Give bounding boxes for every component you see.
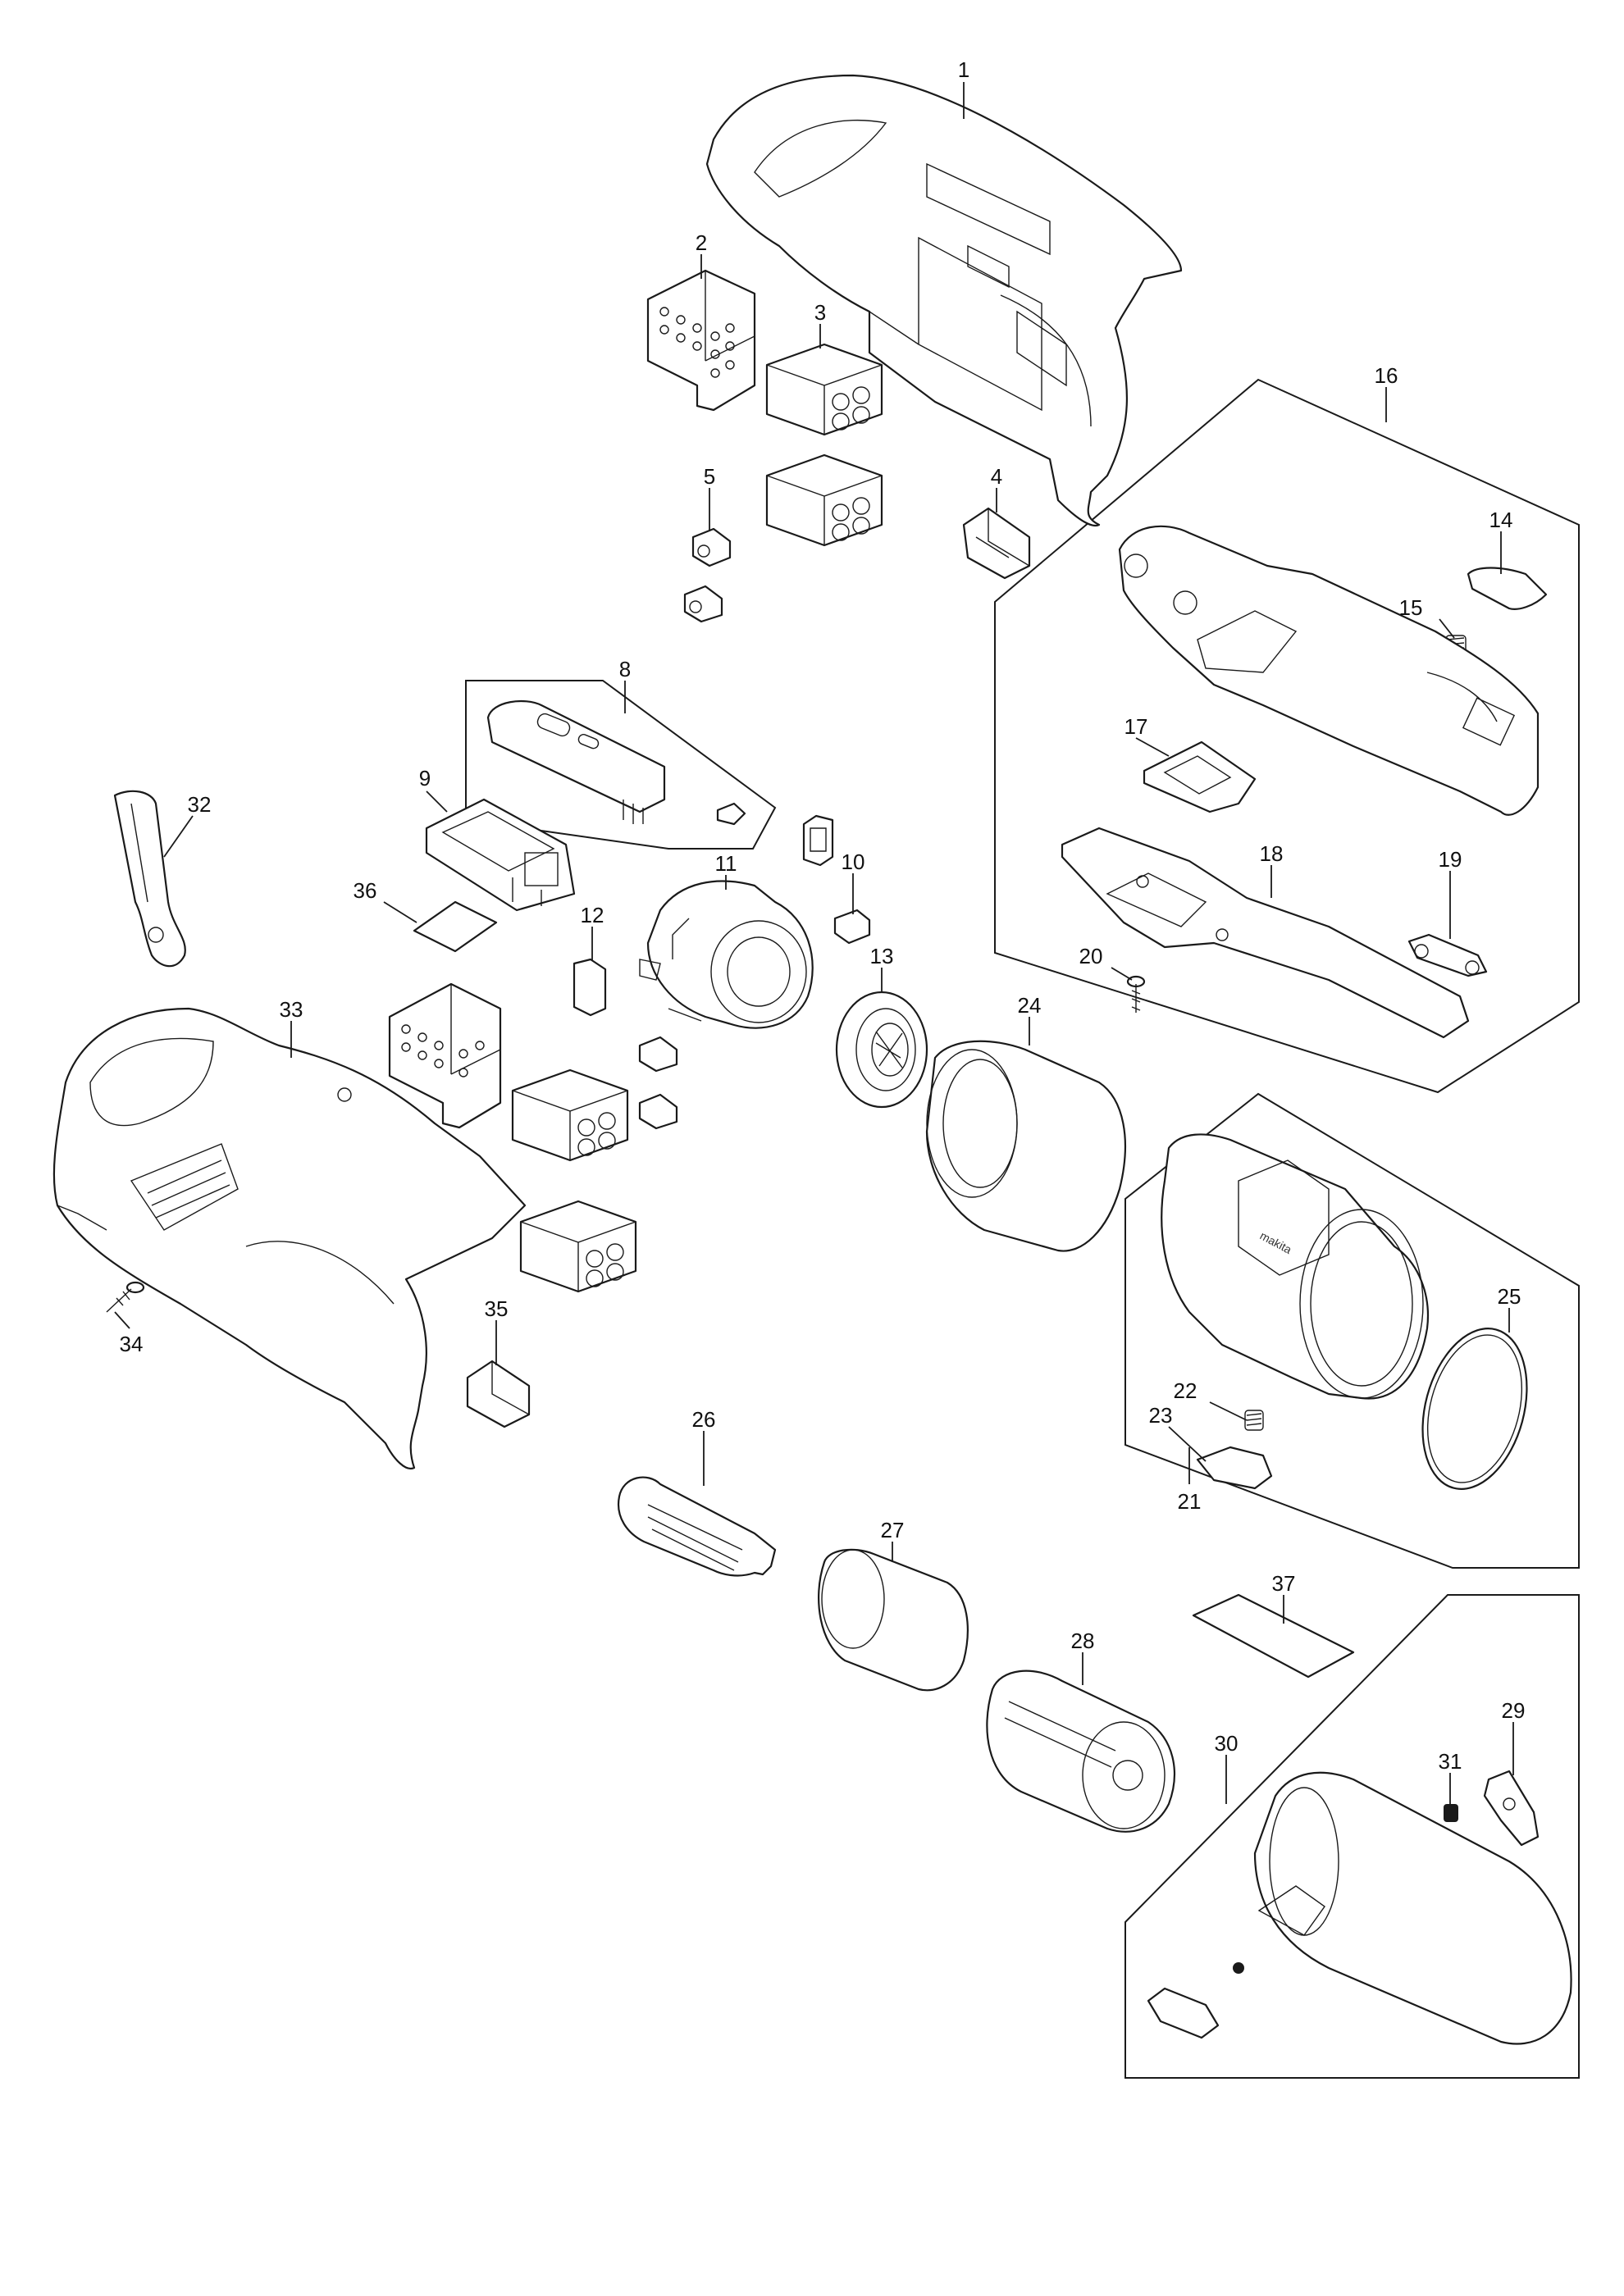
part-18-base-plate <box>1061 827 1470 1039</box>
callout-35: 35 <box>485 1296 509 1321</box>
part-30-dust-cup <box>1147 1771 1572 2045</box>
group-frame-30 <box>1124 1594 1580 2079</box>
part-26-mesh-filter <box>617 1476 777 1577</box>
callout-21: 21 <box>1178 1489 1202 1514</box>
callout-29: 29 <box>1502 1698 1526 1723</box>
part-4-switch-button <box>962 507 1031 580</box>
callout-14: 14 <box>1489 508 1513 532</box>
part-27-sleeve <box>818 1548 969 1692</box>
callout-11: 11 <box>715 851 737 876</box>
callout-19: 19 <box>1439 847 1462 872</box>
part-29-latch <box>1483 1770 1540 1847</box>
callout-9: 9 <box>419 766 431 790</box>
part-21-cyclone-housing: makita <box>1161 1133 1429 1400</box>
callout-17: 17 <box>1124 714 1148 739</box>
part-12-cap <box>573 958 607 1017</box>
callout-34: 34 <box>120 1332 144 1356</box>
callout-10: 10 <box>842 850 865 874</box>
callout-16: 16 <box>1375 363 1398 388</box>
callout-18: 18 <box>1260 841 1284 866</box>
part-36-label <box>413 900 498 953</box>
connectors-lower <box>638 1036 678 1130</box>
callout-5: 5 <box>704 464 715 489</box>
part-11-motor <box>639 880 814 1029</box>
part-8-control-board <box>486 699 746 826</box>
group-frame-21 <box>1124 1092 1580 1569</box>
callout-12: 12 <box>581 903 604 927</box>
callout-13: 13 <box>870 944 894 968</box>
callout-3: 3 <box>814 300 826 325</box>
part-25-seal-ring <box>1421 1328 1528 1490</box>
part-35-switch-button <box>466 1360 531 1428</box>
part-23-catch <box>1196 1446 1273 1490</box>
leader-lines <box>114 82 1514 1804</box>
callout-24: 24 <box>1018 993 1042 1018</box>
part-24-filter <box>925 1040 1126 1252</box>
callout-8: 8 <box>619 657 631 681</box>
callout-32: 32 <box>188 792 212 817</box>
part-13-fan <box>835 991 928 1109</box>
part-34-screw <box>106 1281 145 1313</box>
callout-25: 25 <box>1498 1284 1521 1309</box>
callout-28: 28 <box>1071 1629 1095 1653</box>
callout-27: 27 <box>881 1518 905 1542</box>
callout-2: 2 <box>696 230 707 255</box>
foam-pad-lower <box>388 982 502 1129</box>
callout-1: 1 <box>958 57 969 82</box>
part-22-spring <box>1244 1410 1264 1431</box>
part-9-switch-module <box>425 798 576 912</box>
callout-31: 31 <box>1439 1749 1462 1774</box>
callout-numbers: 1 2 3 4 5 8 9 10 11 12 13 14 15 16 17 18… <box>120 57 1526 1774</box>
part-16-nozzle-body <box>1118 525 1540 816</box>
part-19-clip <box>1407 933 1488 977</box>
callout-36: 36 <box>354 878 377 903</box>
callout-37: 37 <box>1272 1571 1296 1596</box>
part-14-cover <box>1467 567 1548 610</box>
part-37-label <box>1192 1593 1355 1679</box>
callout-26: 26 <box>692 1407 716 1432</box>
part-31-spring <box>1444 1804 1458 1822</box>
callout-15: 15 <box>1399 595 1423 620</box>
callout-30: 30 <box>1215 1731 1239 1756</box>
callout-23: 23 <box>1149 1403 1173 1428</box>
part-17-latch <box>1143 740 1257 813</box>
callout-20: 20 <box>1079 944 1103 968</box>
part-3-cell-block <box>765 343 883 547</box>
part-33-housing-bottom <box>52 1007 527 1470</box>
part-5-connector <box>683 527 732 623</box>
group-frame-16 <box>994 378 1580 1094</box>
part-28-cartridge <box>986 1670 1175 1833</box>
part-32-strap <box>113 790 186 968</box>
callout-33: 33 <box>280 997 303 1022</box>
callout-4: 4 <box>991 464 1002 489</box>
part-10-rocker <box>802 814 871 945</box>
cell-block-lower <box>511 1068 637 1293</box>
callout-22: 22 <box>1174 1378 1197 1403</box>
part-1-housing-top <box>705 74 1183 527</box>
part-2-foam-pad <box>646 269 756 412</box>
